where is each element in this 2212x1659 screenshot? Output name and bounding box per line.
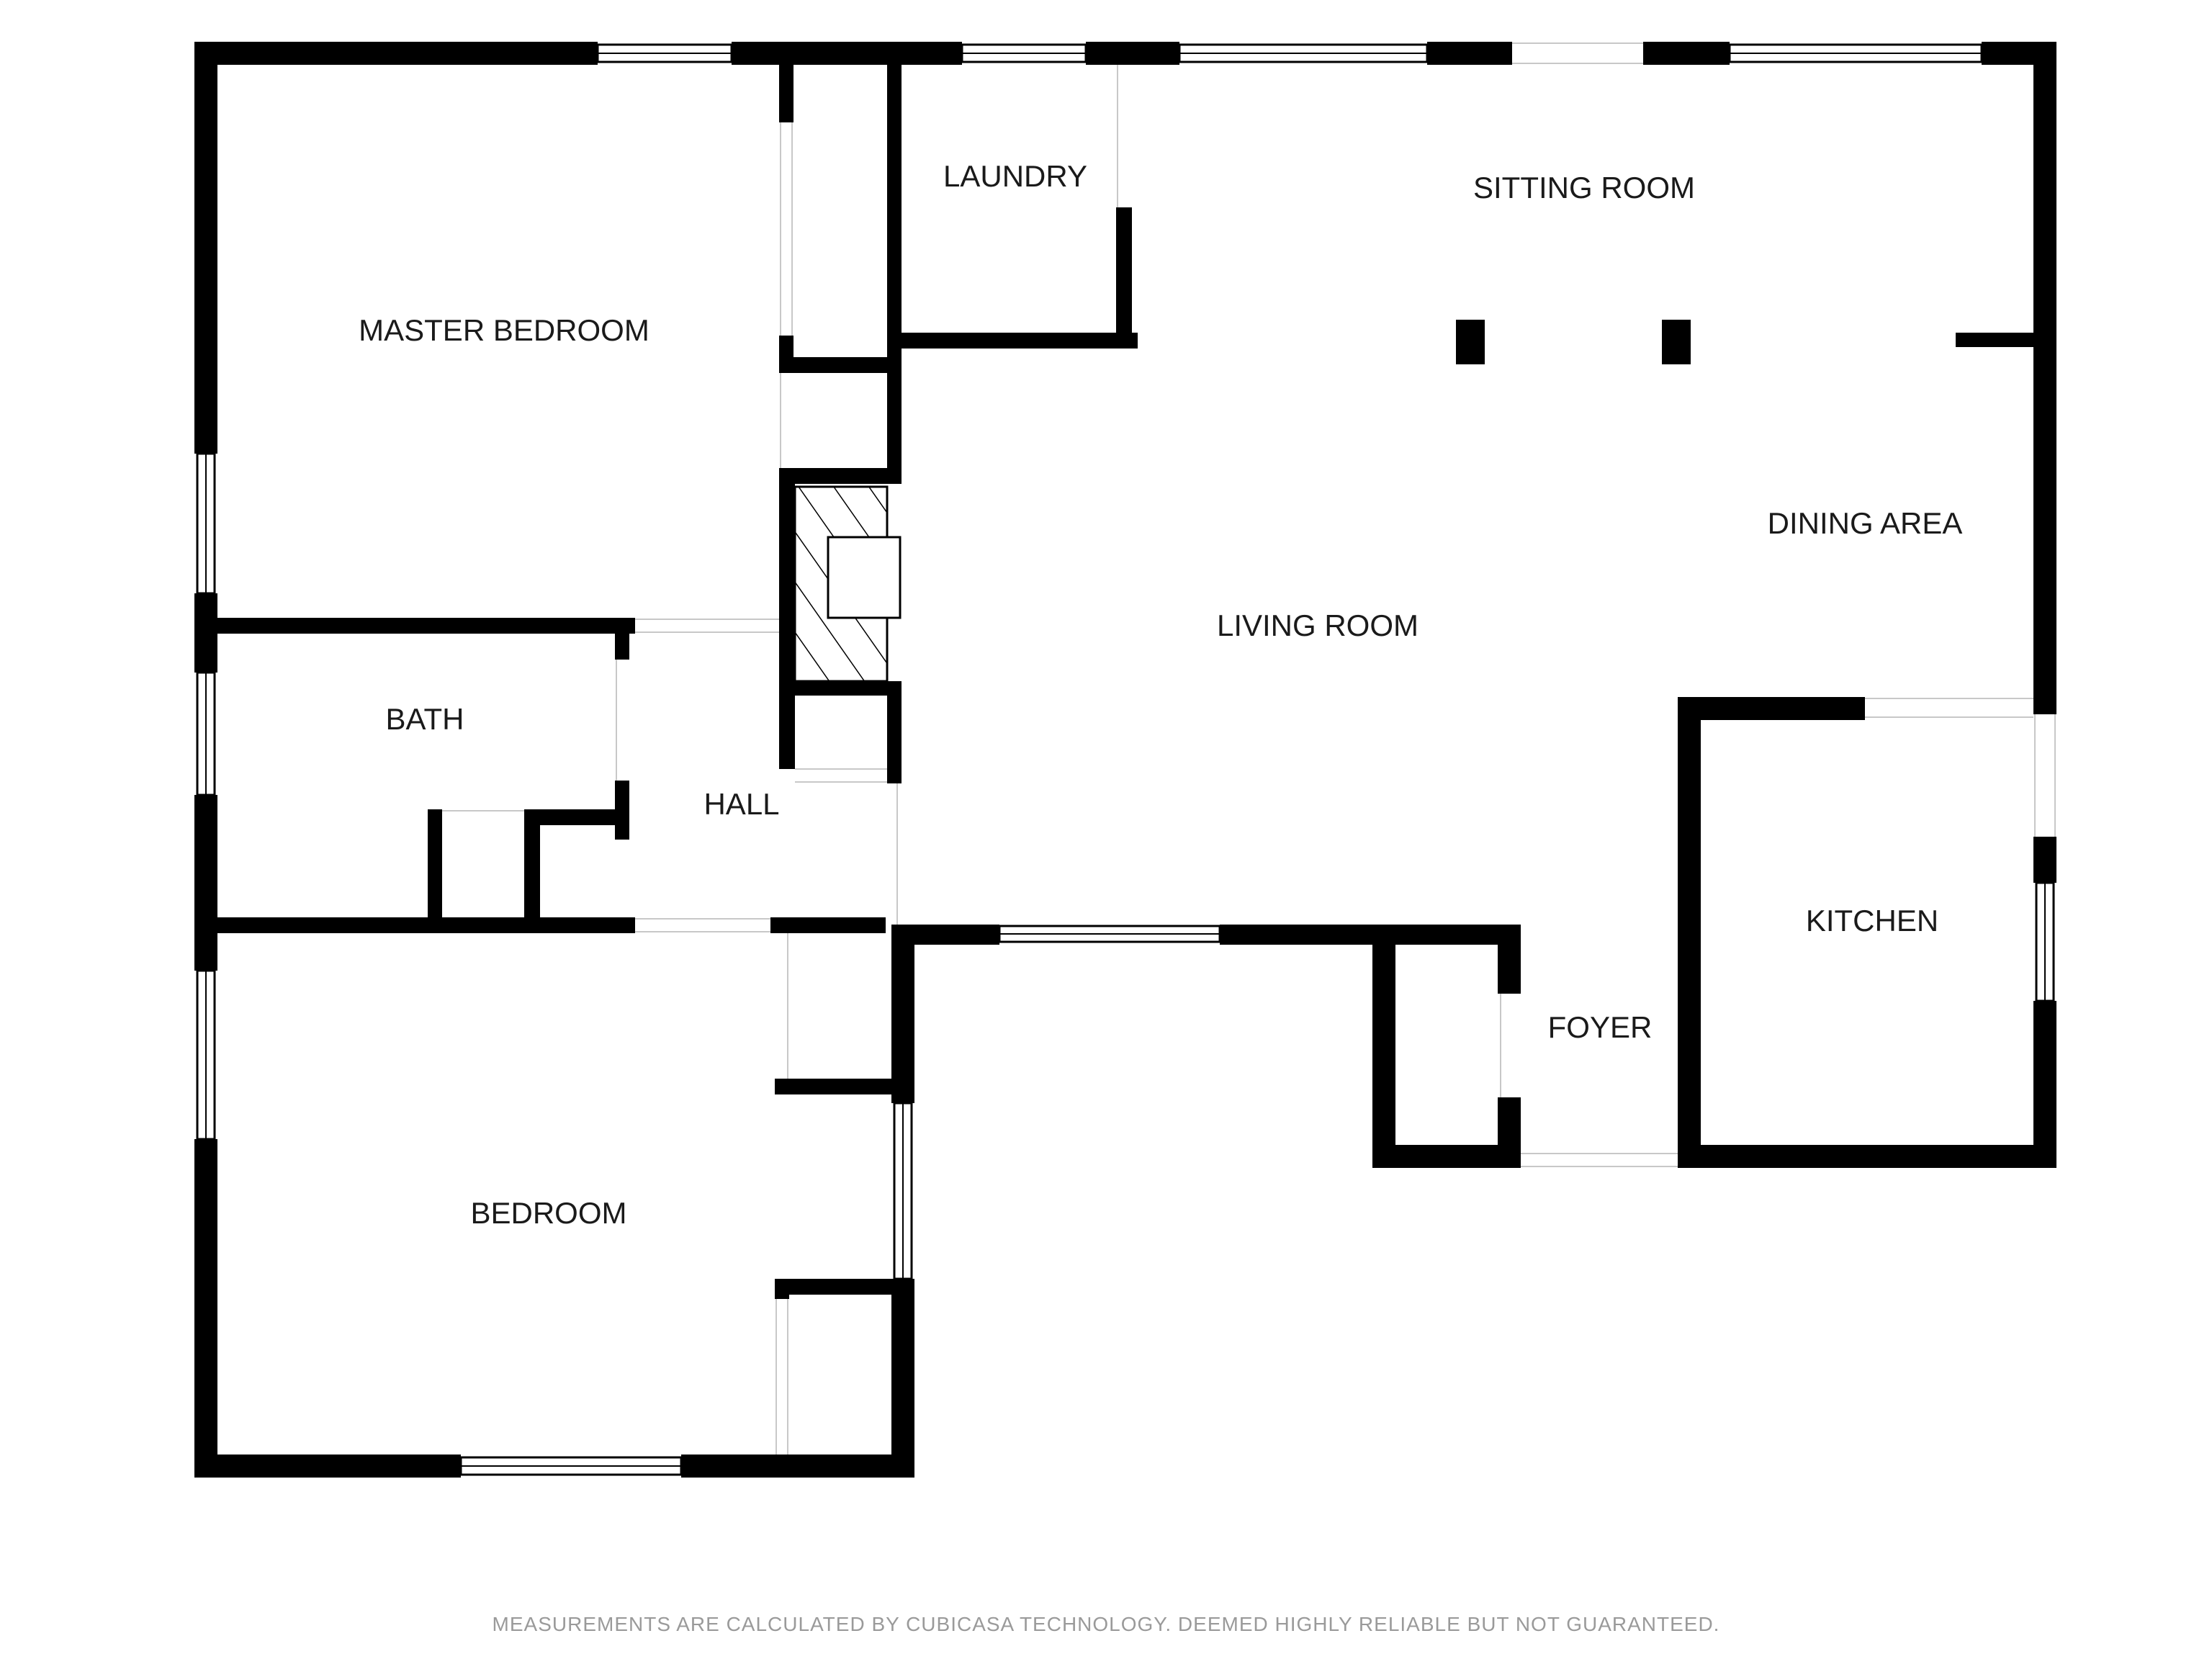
label-foyer: FOYER	[1548, 1010, 1653, 1044]
fireplace	[793, 485, 902, 683]
label-bath: BATH	[386, 702, 464, 736]
room-labels: MASTER BEDROOM LAUNDRY SITTING ROOM DINI…	[359, 159, 1962, 1230]
disclaimer-text: MEASUREMENTS ARE CALCULATED BY CUBICASA …	[492, 1613, 1720, 1635]
window-inner-lines	[205, 53, 2046, 1467]
label-master-bedroom: MASTER BEDROOM	[359, 313, 649, 347]
label-sitting-room: SITTING ROOM	[1473, 171, 1695, 204]
label-bedroom: BEDROOM	[470, 1196, 626, 1230]
label-dining-area: DINING AREA	[1768, 506, 1963, 540]
label-kitchen: KITCHEN	[1806, 904, 1938, 938]
walls	[194, 42, 2056, 1478]
label-laundry: LAUNDRY	[943, 159, 1087, 193]
label-living-room: LIVING ROOM	[1217, 608, 1419, 642]
label-hall: HALL	[703, 787, 779, 821]
openings	[442, 42, 2056, 1455]
